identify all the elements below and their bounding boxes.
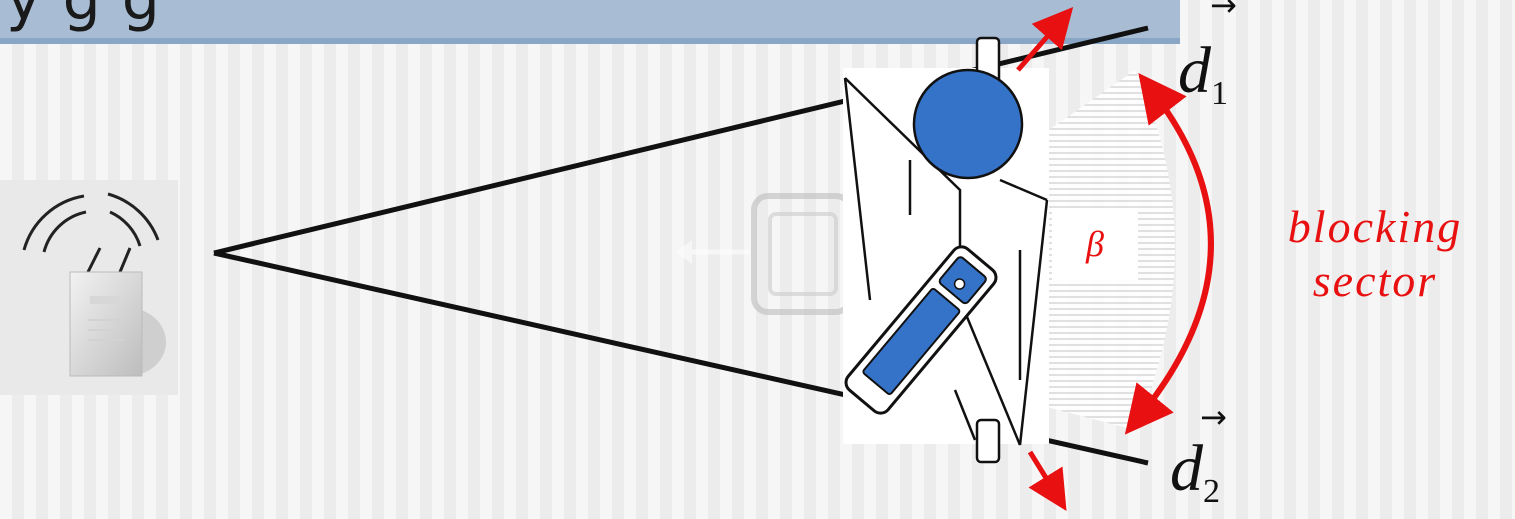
direction-d1-label: d1	[1178, 38, 1228, 111]
angle-beta-label: β	[1052, 208, 1138, 280]
vector-arrow-d2: →	[1200, 398, 1227, 436]
vector-arrow-d1: →	[1210, 0, 1237, 24]
faded-device-icon	[676, 196, 850, 312]
motion-arrow-lower	[1030, 452, 1056, 494]
direction-d2-label: d2	[1170, 436, 1220, 509]
blocking-sector-line2: sector	[1240, 254, 1510, 308]
blocking-sector-label: blocking sector	[1240, 200, 1510, 308]
motion-arrow-upper	[1018, 22, 1060, 70]
d1-letter: d	[1178, 34, 1211, 107]
wifi-access-point-icon	[0, 180, 178, 395]
d2-subscript: 2	[1203, 473, 1220, 510]
d2-letter: d	[1170, 432, 1203, 505]
blocking-sector-line1: blocking	[1240, 200, 1510, 254]
d1-subscript: 1	[1211, 75, 1228, 112]
